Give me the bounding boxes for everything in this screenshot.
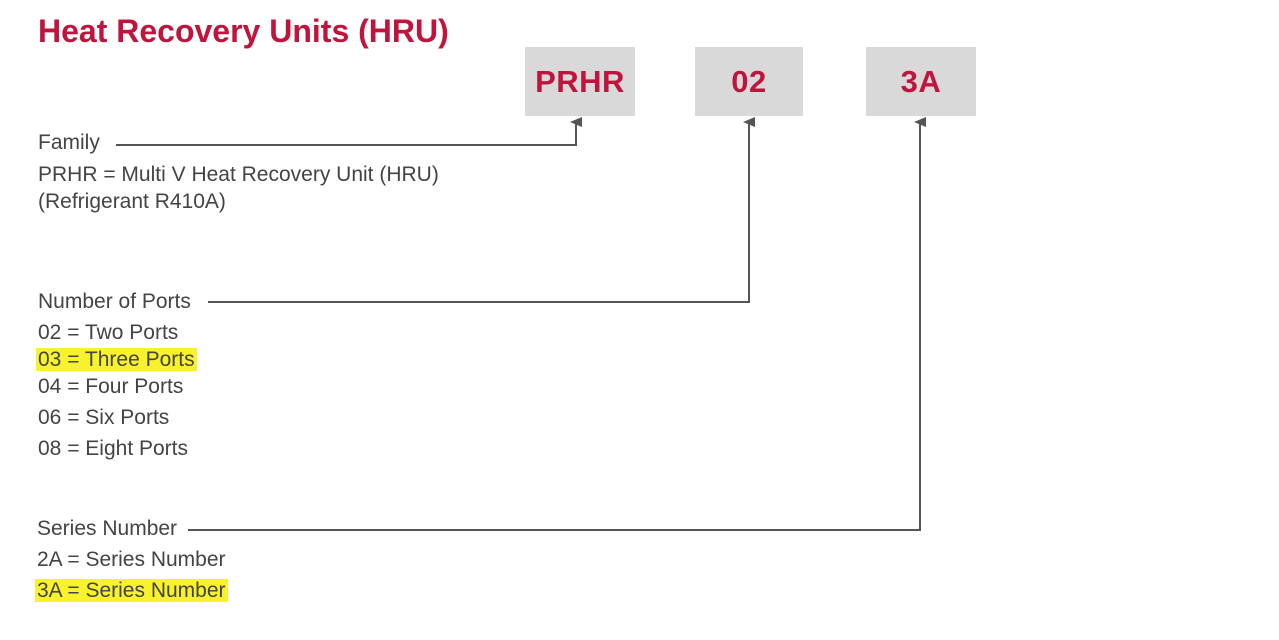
ports-option-08: 08 = Eight Ports (38, 437, 189, 460)
ports-option-06: 06 = Six Ports (38, 406, 170, 429)
ports-option-02: 02 = Two Ports (38, 321, 179, 344)
connector-family (116, 117, 582, 146)
code-box-family: PRHR (525, 47, 635, 116)
ports-option-03-highlighted: 03 = Three Ports (36, 348, 197, 371)
family-label: Family (38, 131, 100, 154)
family-refrigerant: (Refrigerant R410A) (38, 190, 226, 213)
series-option-3a-highlighted: 3A = Series Number (35, 579, 228, 602)
page-title: Heat Recovery Units (HRU) (38, 13, 449, 49)
ports-label: Number of Ports (38, 290, 191, 313)
series-label: Series Number (37, 517, 178, 540)
connector-ports (208, 117, 755, 303)
series-option-2a: 2A = Series Number (37, 548, 226, 571)
code-box-series: 3A (866, 47, 976, 116)
code-box-ports: 02 (695, 47, 803, 116)
family-description: PRHR = Multi V Heat Recovery Unit (HRU) (38, 163, 439, 186)
ports-option-04: 04 = Four Ports (38, 375, 184, 398)
connector-series (188, 117, 926, 531)
